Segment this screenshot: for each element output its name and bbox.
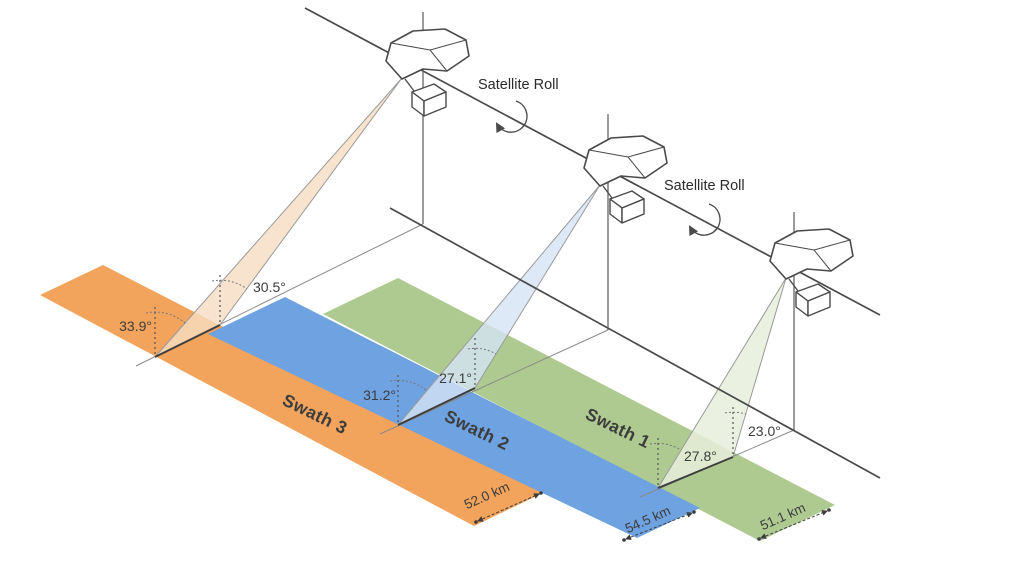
angle-arc-near-swath-1 — [724, 411, 747, 415]
satellite-3 — [769, 228, 854, 317]
footprint-segment-swath-2 — [397, 387, 476, 426]
roll-arrow-2 — [688, 203, 721, 237]
far-angle-label-swath-1: 27.8° — [684, 448, 717, 464]
near-angle-label-swath-2: 27.1° — [439, 370, 472, 386]
near-angle-label-swath-1: 23.0° — [748, 423, 781, 439]
far-angle-label-swath-3: 33.9° — [119, 318, 152, 334]
footprint-segment-swath-3 — [154, 324, 221, 358]
satellite-roll-label-2: Satellite Roll — [664, 178, 745, 194]
footprint-segment-swath-1 — [657, 456, 734, 489]
roll-arrow-1 — [495, 100, 528, 134]
swath-2-band — [208, 297, 700, 538]
angle-arc-far-swath-2 — [389, 379, 428, 392]
cross-track-line-2 — [379, 329, 609, 435]
beam-lines-satellite-1 — [154, 77, 403, 358]
satellite-roll-label-1: Satellite Roll — [478, 77, 559, 93]
near-angle-label-swath-3: 30.5° — [253, 279, 286, 295]
swath-3-band — [40, 265, 545, 526]
angle-arc-far-swath-1 — [649, 442, 682, 451]
angle-arc-near-swath-2 — [467, 347, 497, 355]
swath-1-band — [323, 278, 835, 541]
beam-lines-satellite-3 — [657, 277, 787, 489]
ground-track-line — [389, 207, 881, 479]
far-angle-label-swath-2: 31.2° — [363, 387, 396, 403]
angle-arc-far-swath-3 — [145, 311, 187, 325]
